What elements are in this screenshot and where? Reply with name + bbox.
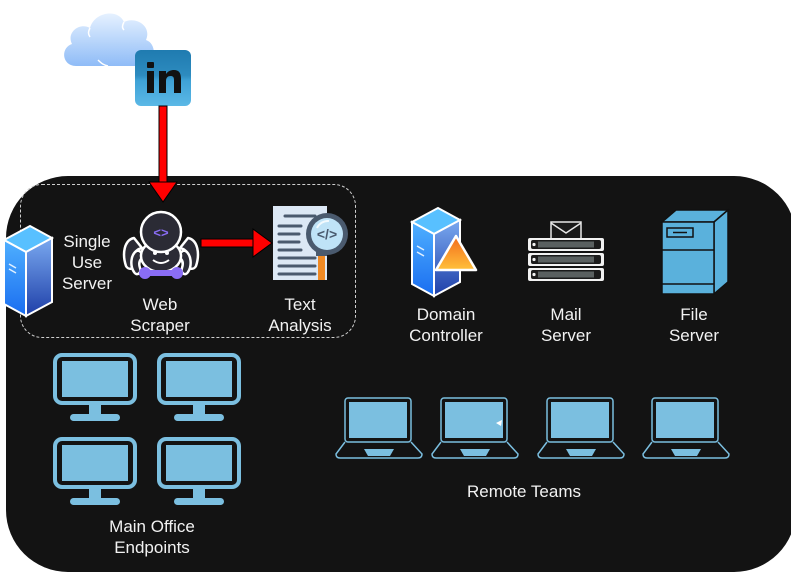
desktop-endpoint[interactable] <box>156 352 242 424</box>
laptop-endpoint[interactable] <box>430 396 520 460</box>
svg-text:</>: </> <box>317 226 337 242</box>
desktop-endpoint[interactable] <box>52 436 138 508</box>
laptop-icon <box>431 397 519 459</box>
laptop-endpoint[interactable] <box>334 396 424 460</box>
domain-controller-node[interactable]: Domain Controller <box>398 206 494 346</box>
desktop-monitor-icon <box>157 353 241 421</box>
svg-text:<>: <> <box>153 225 169 240</box>
desktop-endpoint[interactable] <box>156 436 242 508</box>
domain-controller-icon <box>409 206 478 298</box>
text-analysis-label: Text Analysis <box>268 295 332 335</box>
arrow-scraper-to-analysis <box>200 228 273 258</box>
mail-server-icon <box>528 221 604 281</box>
laptop-icon <box>537 397 625 459</box>
remote-teams-group: Remote Teams <box>334 396 734 506</box>
desktop-monitor-icon <box>53 437 137 505</box>
linkedin-icon <box>135 50 191 106</box>
cloud-icon <box>64 13 154 67</box>
desktop-monitor-icon <box>157 437 241 505</box>
desktop-monitor-icon <box>53 353 137 421</box>
desktop-endpoint[interactable] <box>52 352 138 424</box>
single-use-server-label: Single Use Server <box>61 232 113 293</box>
file-server-icon <box>659 208 731 296</box>
main-office-label: Main Office Endpoints <box>109 517 195 557</box>
laptop-icon <box>642 397 730 459</box>
laptop-endpoint[interactable] <box>536 396 626 460</box>
server-icon <box>1 224 55 318</box>
mail-server-node[interactable]: Mail Server <box>518 210 614 346</box>
laptop-endpoint[interactable] <box>641 396 731 460</box>
cursor-marker-icon <box>496 420 502 426</box>
single-use-server-node[interactable]: Single Use Server <box>0 222 120 322</box>
file-server-label: File Server <box>668 305 720 345</box>
web-scraper-node[interactable]: <> Web Scraper <box>112 206 208 338</box>
laptop-icon <box>335 397 423 459</box>
main-office-group: Main Office Endpoints <box>50 350 250 562</box>
mail-server-label: Mail Server <box>540 305 592 345</box>
arrow-linkedin-to-scraper <box>148 105 178 203</box>
remote-teams-label: Remote Teams <box>466 482 581 501</box>
file-server-node[interactable]: File Server <box>646 206 742 346</box>
text-analysis-node[interactable]: </> Text Analysis <box>262 204 358 338</box>
web-scraper-label: Web Scraper <box>130 295 190 335</box>
spider-bot-icon: <> <box>122 210 200 279</box>
domain-controller-label: Domain Controller <box>409 305 483 345</box>
document-magnifier-icon: </> <box>273 206 348 280</box>
linkedin-node[interactable] <box>135 50 191 106</box>
